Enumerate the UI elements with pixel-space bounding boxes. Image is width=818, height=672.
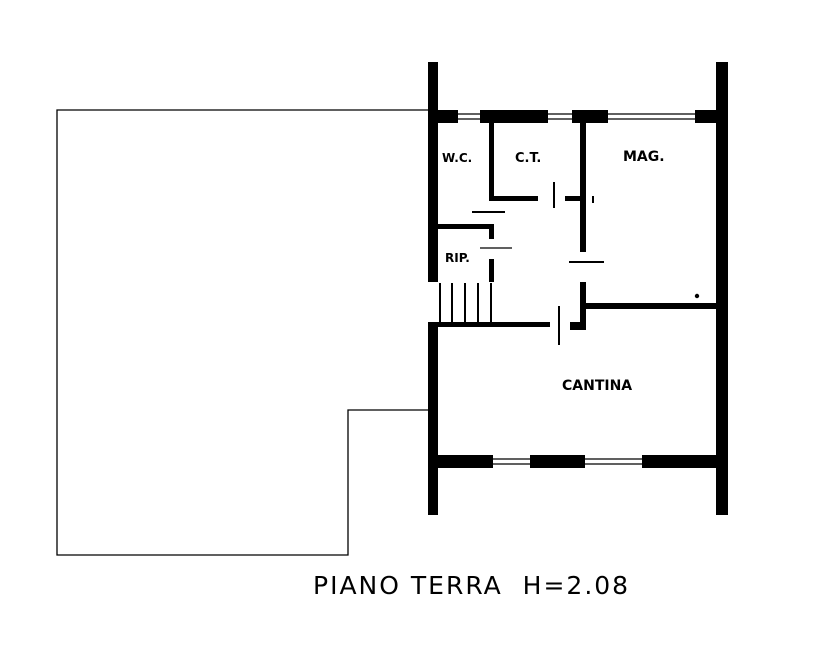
rip-partition [489,259,494,282]
ct-partition [489,196,538,201]
stairs [439,283,492,322]
right-wall [716,62,728,515]
walls [428,62,728,515]
top-wall [480,110,548,123]
bottom-wall [438,455,493,468]
left-wall-lower [428,322,438,515]
windows [458,113,695,465]
room-label-ct: C.T. [515,151,541,166]
room-label-wc: W.C. [442,151,472,165]
top-wall [428,110,458,123]
top-wall [695,110,728,123]
top-wall [572,110,608,123]
rip-partition [489,224,494,239]
room-label-mag: MAG. [623,149,665,165]
doors-and-marks [472,182,700,345]
mag-partition [580,123,586,252]
stair-wall [428,322,550,327]
plan-title: PIANO TERRA H=2.08 [313,571,630,600]
bottom-wall [530,455,585,468]
rip-partition [438,224,494,229]
room-label-cantina: CANTINA [562,378,632,394]
ct-partition [565,196,585,201]
wc-partition [489,123,494,201]
room-label-rip: RIP. [445,251,470,265]
left-wall-upper [428,62,438,282]
cantina-partition [580,282,586,330]
bottom-wall [642,455,728,468]
cantina-top-wall [586,303,716,309]
cantina-partition [570,322,586,330]
outdoor-area-outline [56,109,428,556]
